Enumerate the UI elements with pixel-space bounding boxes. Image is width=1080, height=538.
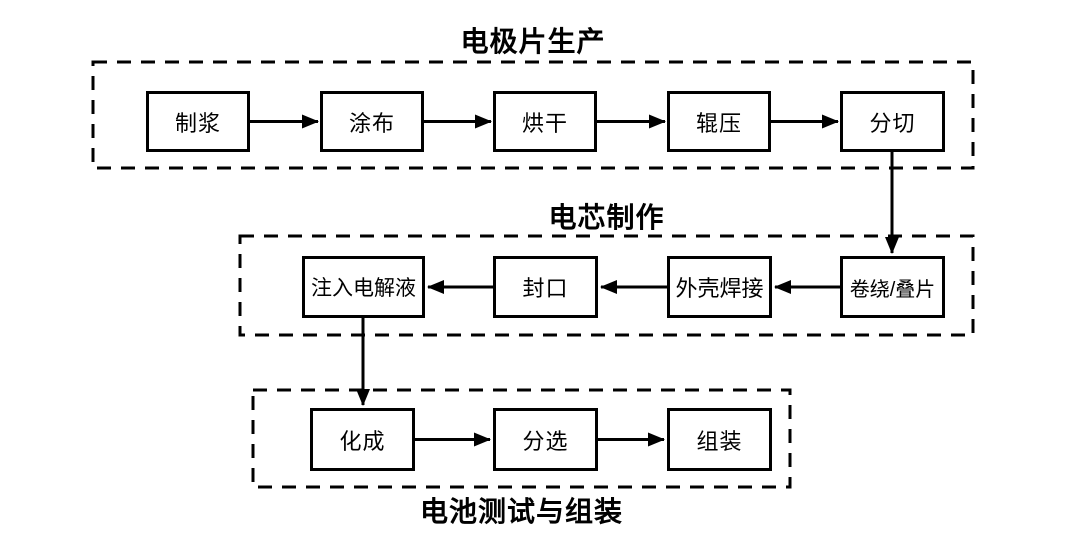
node-slitting: 分切 [840,91,945,152]
section-title-battery-test-assembly: 电池测试与组装 [419,496,623,527]
section-title-electrode-production: 电极片生产 [460,26,606,57]
group-box-battery-test-assembly [251,388,792,489]
node-electrolyte-filling: 注入电解液 [302,256,425,318]
node-case-welding: 外壳焊接 [667,256,772,318]
node-formation: 化成 [310,408,415,471]
group-box-cell-fabrication [238,234,975,337]
node-drying: 烘干 [493,91,597,152]
group-box-electrode-production [91,60,975,170]
node-winding-stacking: 卷绕/叠片 [840,256,945,318]
section-title-cell-fabrication: 电芯制作 [548,202,665,233]
node-sorting: 分选 [493,408,598,471]
node-coating: 涂布 [320,91,424,152]
node-slurry-making: 制浆 [146,91,250,152]
node-sealing: 封口 [493,256,598,318]
node-calendering: 辊压 [667,91,771,152]
node-assembly: 组装 [667,408,772,471]
